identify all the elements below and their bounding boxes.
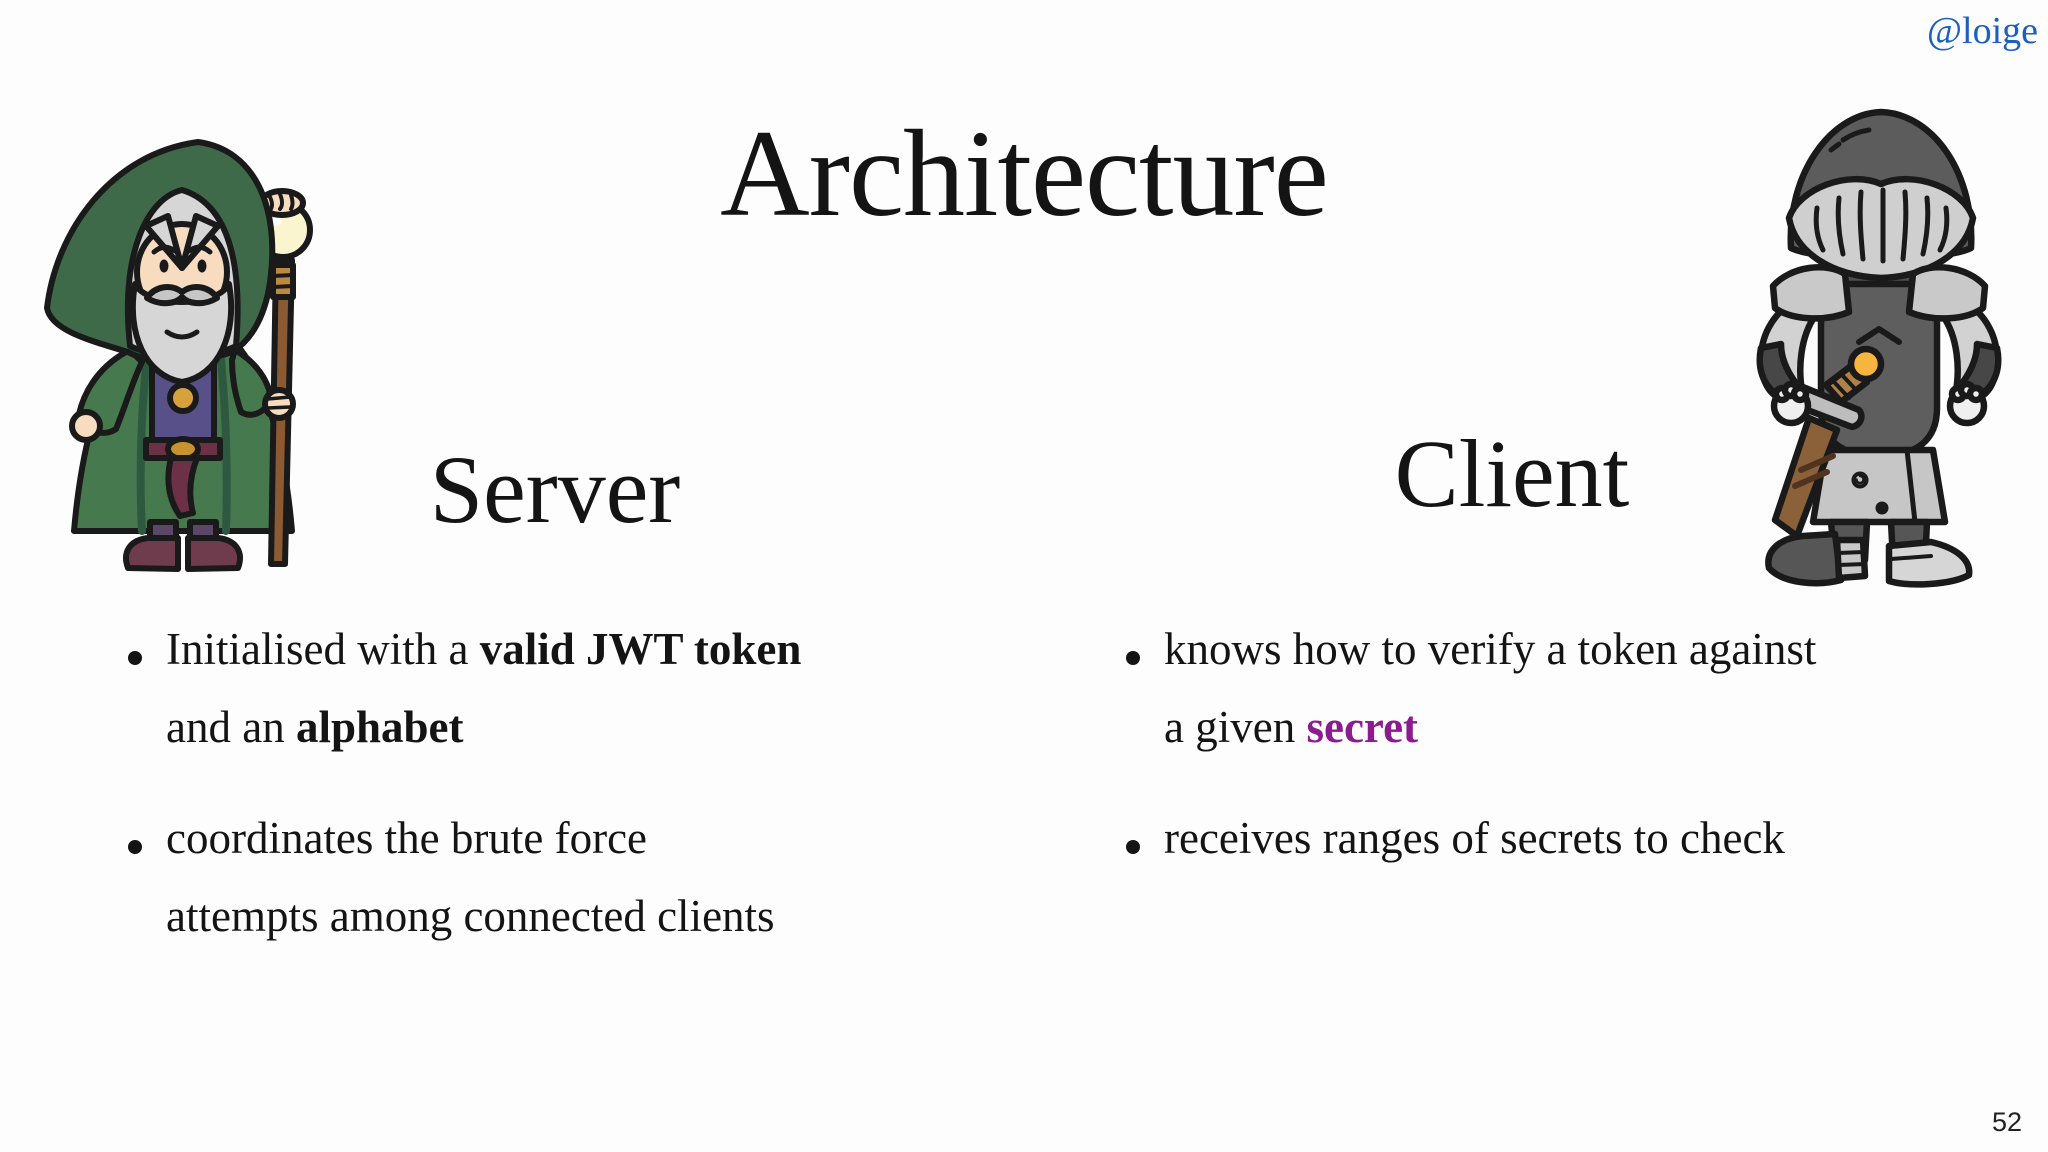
knight-scabbard	[1771, 414, 1841, 540]
wizard-staff-hand	[262, 387, 296, 421]
knight-left-pauldron	[1769, 264, 1853, 322]
author-handle: @loige	[1927, 10, 2038, 52]
wizard-mustache	[144, 284, 220, 307]
wizard-left-shoe	[123, 535, 181, 572]
wizard-medallion	[167, 382, 199, 414]
client-heading: Client	[1394, 420, 1630, 527]
knight-right-pauldron	[1905, 264, 1989, 322]
slide-title: Architecture	[720, 105, 1329, 242]
wizard-hip-hand	[69, 409, 103, 443]
server-heading: Server	[429, 436, 681, 543]
knight-pommel	[1847, 345, 1885, 383]
page-number: 52	[1991, 1107, 2022, 1137]
knight-right-boot	[1885, 538, 1973, 588]
wizard-illustration	[44, 139, 313, 572]
knight-left-boot	[1765, 530, 1845, 587]
knight-illustration	[1756, 108, 2002, 588]
wizard-right-arm	[229, 347, 274, 418]
bullet-item: receives ranges of secrets to check	[1126, 799, 2026, 877]
wizard-sash	[165, 455, 200, 519]
wizard-beard	[129, 281, 235, 385]
wizard-right-shoe	[185, 535, 243, 572]
